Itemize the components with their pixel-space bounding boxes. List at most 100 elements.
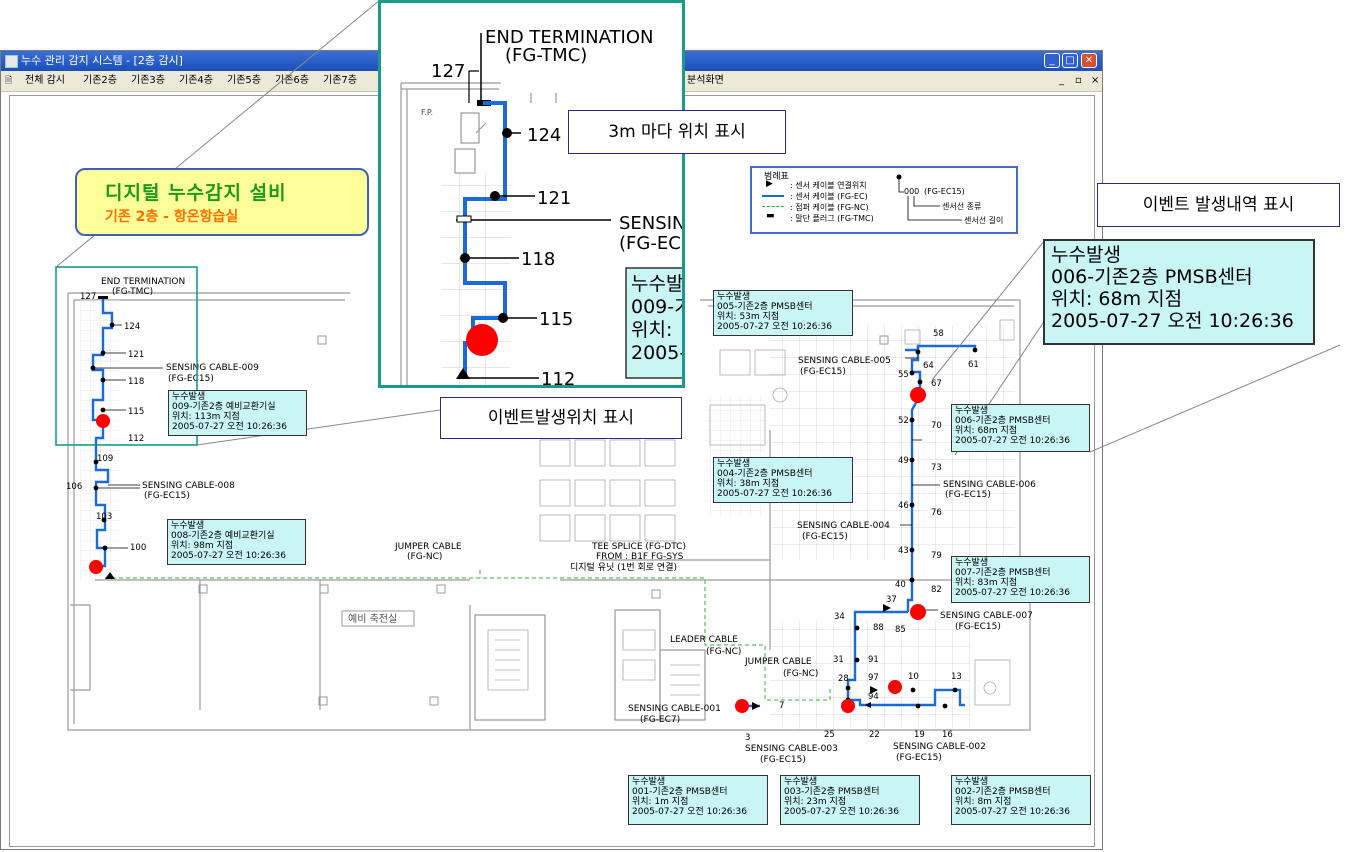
zoom-term-line2: (FG-TMC) — [505, 45, 587, 66]
svg-text:40: 40 — [895, 580, 906, 590]
svg-text:(FG-NC): (FG-NC) — [783, 669, 818, 679]
svg-text:SENSING CABLE-002: SENSING CABLE-002 — [893, 742, 986, 752]
svg-text:88: 88 — [873, 623, 884, 633]
maximize-button[interactable]: □ — [1062, 53, 1078, 68]
svg-text:10: 10 — [908, 672, 919, 682]
room-label-reserve: 예비 축전실 — [348, 613, 397, 625]
svg-text:JUMPER CABLE: JUMPER CABLE — [744, 657, 812, 667]
svg-text:91: 91 — [868, 655, 879, 665]
svg-text:121: 121 — [128, 350, 144, 360]
mdi-minimize-button[interactable]: _ — [1059, 75, 1064, 86]
legend-jumper-line — [762, 206, 784, 207]
zoom-term-line1: END TERMINATION — [485, 27, 653, 48]
svg-text:109: 109 — [97, 454, 113, 464]
menu-item-floor2[interactable]: 기존2층 — [83, 75, 117, 86]
callout-leaders — [55, 0, 1341, 456]
event-detail-line3: 위치: 68m 지점 — [1051, 288, 1183, 310]
legend-marker-length: 센서선 길이 — [964, 216, 1004, 225]
svg-text:19: 19 — [914, 730, 925, 740]
zoom-mark-124: 124 — [527, 125, 561, 146]
svg-text:106: 106 — [66, 482, 82, 492]
svg-text:JUMPER CABLE: JUMPER CABLE — [394, 542, 462, 552]
grid-floor-bottom — [770, 620, 970, 730]
legend-sensing-line — [762, 195, 784, 197]
svg-text:2005-: 2005- — [631, 342, 682, 364]
event-dot-003 — [841, 699, 855, 713]
mdi-doc-icon[interactable]: 🗎 — [5, 76, 13, 86]
legend-plug-label: : 말단 플러그 (FG-TMC) — [790, 214, 874, 223]
zoom-mark-118: 118 — [521, 249, 555, 270]
svg-text:55: 55 — [898, 370, 909, 380]
title-line1: 디지털 누수감지 설비 — [105, 182, 287, 204]
svg-text:118: 118 — [128, 377, 144, 387]
menu-item-analysis[interactable]: 분석화면 — [687, 75, 724, 86]
event-detail-line1: 누수발생 — [1051, 244, 1121, 266]
event-dot-007 — [910, 604, 926, 620]
callout-every-3m: 3m 마다 위치 표시 — [568, 110, 786, 154]
svg-text:103: 103 — [96, 512, 112, 522]
zoom-inset: F.P. END TERMINATION (FG-TMC) 127 124 12… — [378, 0, 685, 388]
svg-text:25: 25 — [824, 730, 835, 740]
svg-text:94: 94 — [868, 692, 879, 702]
svg-text:END TERMINATION: END TERMINATION — [101, 277, 185, 287]
menu-item-floor6[interactable]: 기존6층 — [275, 75, 309, 86]
event-dot-002 — [888, 680, 902, 694]
legend-connect-label: : 센서 케이블 연결위치 — [790, 181, 867, 190]
svg-text:3: 3 — [745, 733, 750, 743]
legend-marker-code: 000 — [904, 187, 920, 196]
svg-text:SENSING CABLE-004: SENSING CABLE-004 — [797, 521, 890, 531]
event-dot-006 — [910, 387, 926, 403]
svg-text:79: 79 — [931, 551, 942, 561]
svg-text:73: 73 — [931, 463, 942, 473]
svg-text:(FG-EC15): (FG-EC15) — [896, 753, 942, 763]
svg-text:52: 52 — [898, 416, 909, 426]
svg-text:49: 49 — [898, 456, 909, 466]
callout-event-history: 이벤트 발생내역 표시 — [1097, 183, 1340, 227]
svg-text:58: 58 — [933, 329, 944, 339]
connection-markers — [98, 296, 891, 710]
jumper-cable — [105, 570, 831, 701]
zoom-sensing-line2: (FG-EC — [619, 233, 681, 254]
callout-event-location: 이벤트발생위치 표시 — [440, 397, 682, 439]
close-button[interactable]: ✕ — [1081, 53, 1097, 68]
legend: 범례표 ▶ : 센서 케이블 연결위치 : 센서 케이블 (FG-EC) : 점… — [750, 166, 1018, 234]
minimize-button[interactable]: _ — [1044, 53, 1060, 68]
svg-text:37: 37 — [886, 595, 897, 605]
menu-item-overview[interactable]: 전체 감시 — [25, 75, 65, 86]
menu-item-floor3[interactable]: 기존3층 — [131, 75, 165, 86]
svg-text:46: 46 — [898, 501, 909, 511]
menu-item-floor4[interactable]: 기존4층 — [179, 75, 213, 86]
svg-text:(FG-EC15): (FG-EC15) — [168, 374, 214, 384]
zoom-mark-127: 127 — [431, 61, 465, 82]
event-dot-001 — [735, 699, 749, 713]
svg-text:67: 67 — [931, 379, 942, 389]
menu-item-floor5[interactable]: 기존5층 — [227, 75, 261, 86]
svg-text:(FG-EC15): (FG-EC15) — [945, 490, 991, 500]
mdi-close-button[interactable]: × — [1091, 75, 1100, 86]
mdi-restore-button[interactable]: ▫ — [1075, 75, 1082, 86]
svg-text:43: 43 — [898, 546, 909, 556]
legend-marker-cable: (FG-EC15) — [924, 187, 965, 196]
event-detail-box: 누수발생 006-기존2층 PMSB센터 위치: 68m 지점 2005-07-… — [1043, 239, 1315, 345]
svg-text:85: 85 — [895, 625, 906, 635]
svg-text:70: 70 — [931, 421, 942, 431]
svg-text:TEE SPLICE (FG-DTC): TEE SPLICE (FG-DTC) — [591, 542, 686, 552]
furniture — [487, 319, 1015, 706]
event-markers — [89, 387, 926, 713]
wall-markers — [198, 335, 1014, 706]
svg-text:SENSING CABLE-007: SENSING CABLE-007 — [940, 611, 1033, 621]
svg-text:SENSING CABLE-003: SENSING CABLE-003 — [745, 744, 838, 754]
event-dot-008 — [89, 560, 103, 574]
event-detail-line2: 006-기존2층 PMSB센터 — [1051, 266, 1253, 288]
svg-text:100: 100 — [130, 543, 146, 553]
menu-item-floor7[interactable]: 기존7층 — [323, 75, 357, 86]
